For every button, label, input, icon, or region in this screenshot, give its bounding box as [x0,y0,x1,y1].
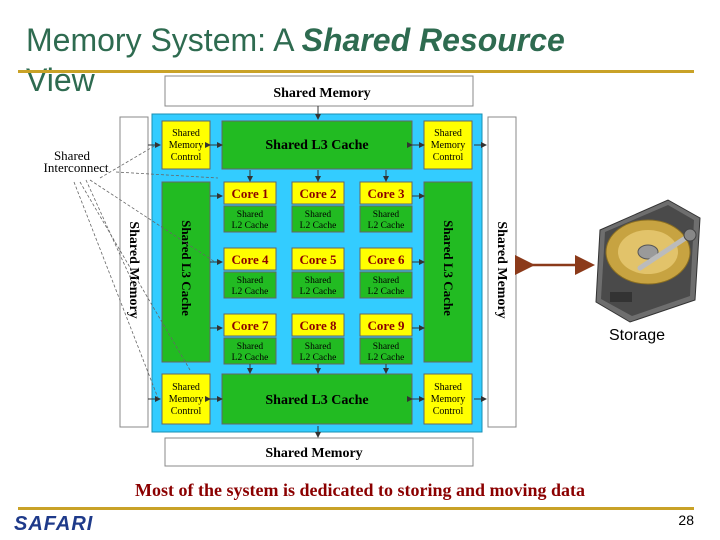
l2-cache-8-l2: L2 Cache [300,353,337,363]
l2-cache-3 [359,205,413,233]
shared-memory-top-label: Shared Memory [273,86,370,101]
core-3 [359,181,413,205]
l2-cache-6-l2: L2 Cache [368,287,405,297]
l2-cache-9-l2: L2 Cache [368,353,405,363]
l3-cache-left-label: Shared L3 Cache [179,220,194,316]
shared-memory-bottom [164,437,474,467]
l2-cache-6 [359,271,413,299]
l2-cache-1-l1: Shared [237,210,264,220]
shared-memory-left-label: Shared Memory [126,221,141,318]
l2-cache-2-l2: L2 Cache [300,221,337,231]
l2-cache-3-l2: L2 Cache [368,221,405,231]
shared-memory-top [164,75,474,107]
safari-logo: SAFARI [14,513,94,535]
l2-cache-9-l1: Shared [373,342,400,352]
core-5 [291,247,345,271]
core-2-label: Core 2 [300,186,337,201]
l3-cache-bottom-label: Shared L3 Cache [265,393,368,408]
l2-cache-7-l1: Shared [237,342,264,352]
l2-cache-4 [223,271,277,299]
page-number: 28 [678,512,694,528]
l3-cache-left [161,181,211,363]
core-4 [223,247,277,271]
core-9-label: Core 9 [368,318,405,333]
memory-control-bottom-left-l3: Control [171,406,202,417]
core-7-label: Core 7 [232,318,269,333]
memory-control-bottom-right-l1: Shared [434,382,462,393]
core-8-label: Core 8 [300,318,337,333]
l2-cache-6-l1: Shared [373,276,400,286]
shared-interconnect-label-l2: Interconnect [44,160,109,175]
memory-control-bottom-right [423,373,473,425]
shared-memory-right-label: Shared Memory [494,221,509,318]
memory-control-top-right-l2: Memory [431,140,465,151]
footer-rule [18,507,694,510]
memory-control-top-right [423,120,473,170]
l2-cache-7-l2: L2 Cache [232,353,269,363]
core-7 [223,313,277,337]
l2-cache-2-l1: Shared [305,210,332,220]
l2-cache-4-l1: Shared [237,276,264,286]
l2-cache-8-l1: Shared [305,342,332,352]
l2-cache-3-l1: Shared [373,210,400,220]
l2-cache-1 [223,205,277,233]
title-emphasis: Shared Resource [301,22,565,58]
title-underline [18,70,694,73]
core-8 [291,313,345,337]
memory-control-bottom-left-l2: Memory [169,394,203,405]
memory-control-bottom-left [161,373,211,425]
memory-control-top-left [161,120,211,170]
l2-cache-9 [359,337,413,365]
core-5-label: Core 5 [300,252,337,267]
l3-cache-top-label: Shared L3 Cache [265,138,368,153]
l2-cache-4-l2: L2 Cache [232,287,269,297]
shared-memory-left [119,116,149,428]
core-4-label: Core 4 [232,252,269,267]
core-1 [223,181,277,205]
core-1-label: Core 1 [232,186,269,201]
memory-control-top-right-l3: Control [433,152,464,163]
memory-control-top-left-l2: Memory [169,140,203,151]
interconnect-pointers [73,144,219,399]
title-plain: Memory System: A [26,22,302,58]
l2-cache-1-l2: L2 Cache [232,221,269,231]
slide-title: Memory System: A Shared Resource View [26,20,716,100]
l2-cache-5 [291,271,345,299]
storage-label: Storage [608,327,666,344]
l2-cache-5-l1: Shared [305,276,332,286]
memory-control-top-left-l1: Shared [172,128,200,139]
core-6 [359,247,413,271]
core-9 [359,313,413,337]
shared-memory-right [487,116,517,428]
shared-interconnect-label-l1: Shared [54,148,91,163]
l3-cache-right [423,181,473,363]
memory-control-bottom-right-l3: Control [433,406,464,417]
core-6-label: Core 6 [368,252,405,267]
memory-control-bottom-right-l2: Memory [431,394,465,405]
l2-cache-5-l2: L2 Cache [300,287,337,297]
l2-cache-2 [291,205,345,233]
interconnect-arrows [148,106,487,438]
shared-memory-bottom-label: Shared Memory [265,446,362,461]
l3-cache-right-label: Shared L3 Cache [441,220,456,316]
core-3-label: Core 3 [368,186,405,201]
memory-control-bottom-left-l1: Shared [172,382,200,393]
memory-control-top-right-l1: Shared [434,128,462,139]
hard-drive-icon [595,199,701,323]
title-rest: View [26,62,95,98]
core-2 [291,181,345,205]
slide-caption: Most of the system is dedicated to stori… [135,480,585,500]
memory-control-top-left-l3: Control [171,152,202,163]
